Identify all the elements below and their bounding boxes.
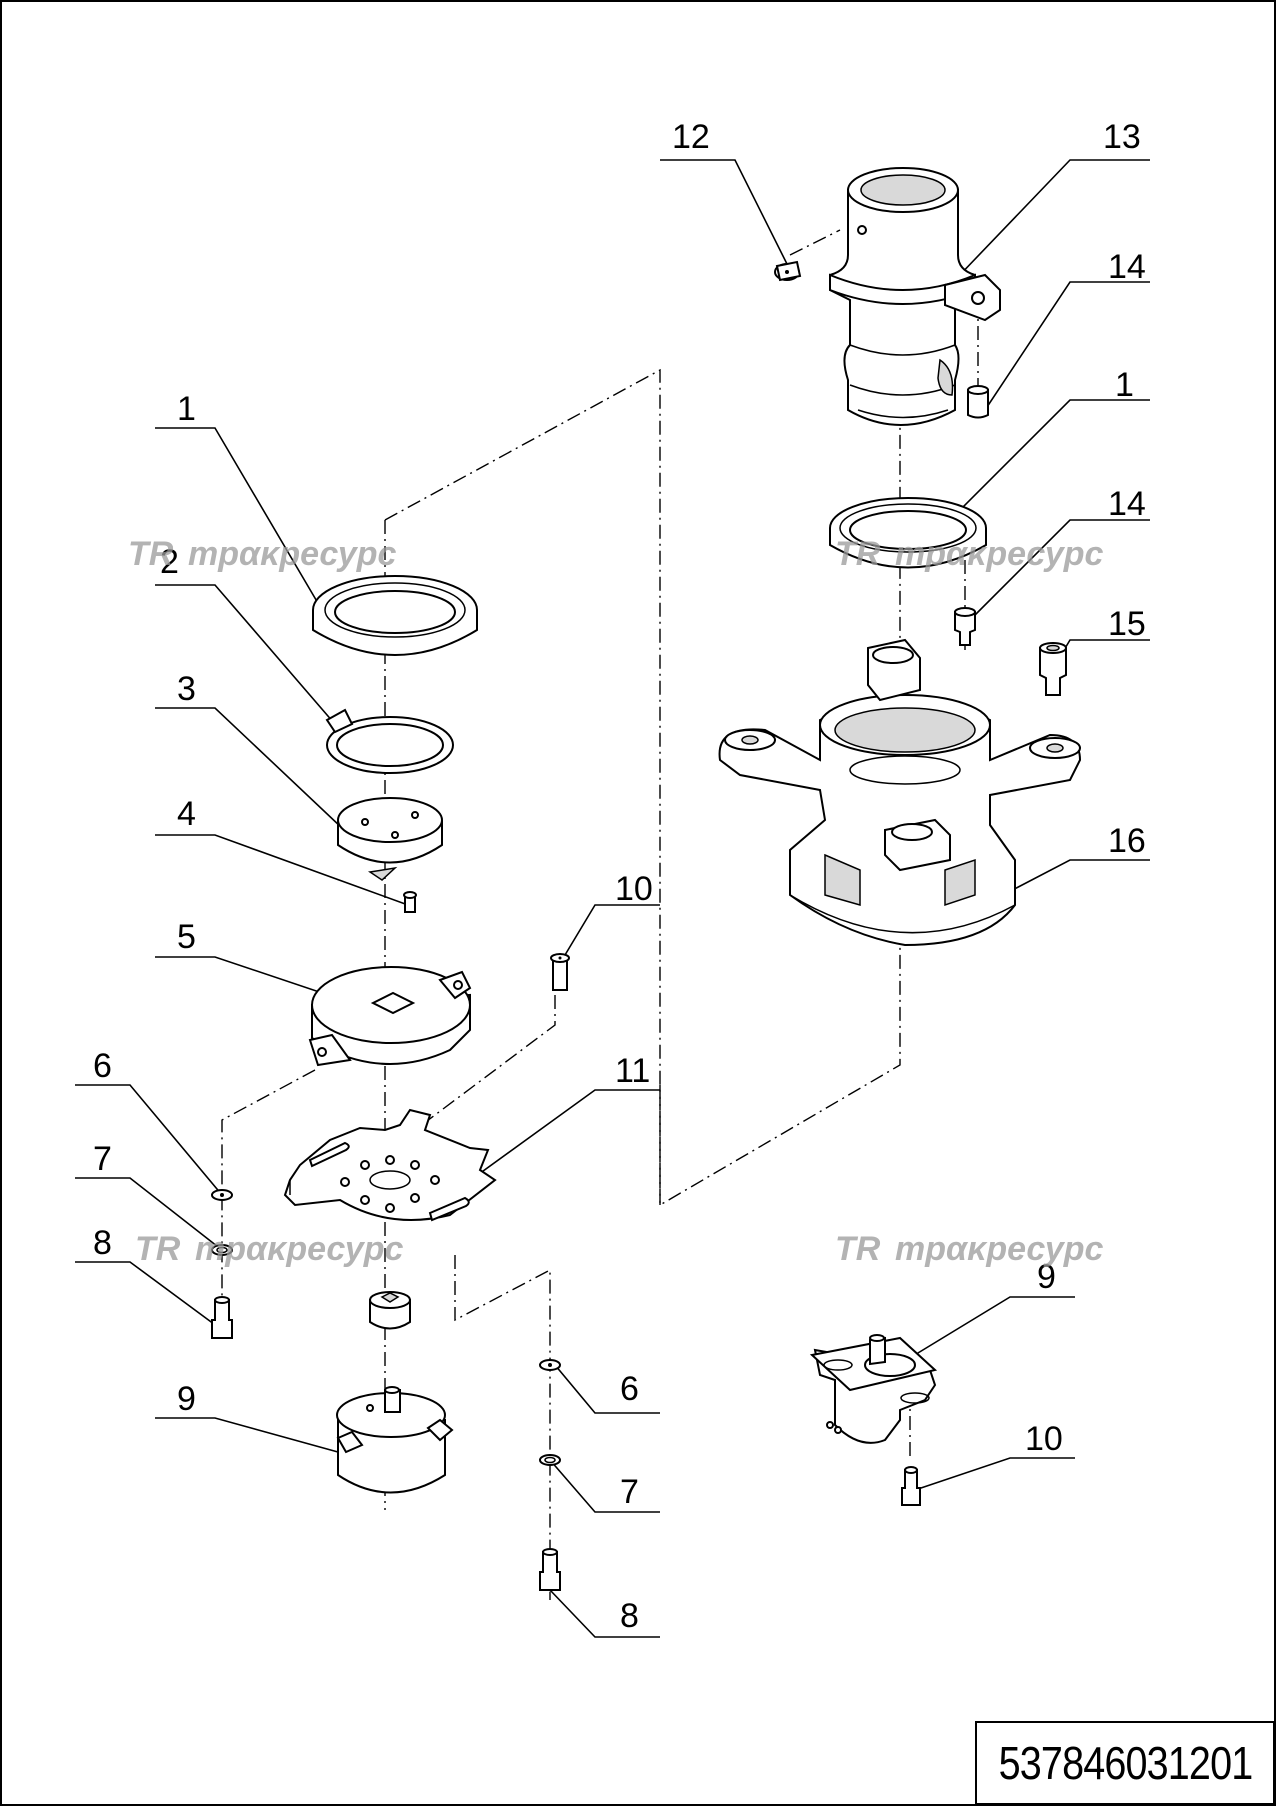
watermark-4: TR трακресурс: [835, 1230, 1104, 1268]
callout-6-left: 6: [93, 1047, 112, 1085]
watermark-3: TR трακресурс: [135, 1230, 404, 1268]
callout-7-left: 7: [93, 1140, 112, 1178]
watermark-text: трακресурс: [895, 535, 1104, 573]
callout-12: 12: [672, 118, 710, 156]
part-7-lock-washer-center: [539, 1454, 561, 1466]
part-1-bearing-left: [312, 575, 478, 656]
part-16-base-bracket: [718, 638, 1082, 947]
part-7-lock-washer-left: [211, 1244, 233, 1256]
drawing-code-box: 537846031201: [975, 1721, 1275, 1805]
callout-7-center: 7: [620, 1473, 639, 1511]
callout-10-left: 10: [615, 870, 653, 908]
part-4-small-screw: [403, 891, 417, 913]
callout-13: 13: [1103, 118, 1141, 156]
watermark-text: трακресурс: [895, 1230, 1104, 1268]
callout-14-lower: 14: [1108, 485, 1146, 523]
part-10-screw-left: [550, 953, 570, 991]
callout-15: 15: [1108, 605, 1146, 643]
part-15-bolt: [1039, 642, 1067, 696]
part-14-screw-lower: [954, 607, 976, 646]
callout-2: 2: [160, 543, 179, 581]
watermark-text: трακресурс: [195, 1230, 404, 1268]
part-6-washer-left: [211, 1189, 233, 1201]
part-13-shaft-housing: [829, 167, 1001, 426]
part-8-bolt-center: [539, 1548, 561, 1591]
part-14-screw-upper: [967, 385, 989, 419]
part-9-motor-left: [336, 1386, 454, 1494]
part-6-washer-center: [539, 1359, 561, 1371]
part-coupling: [369, 1291, 411, 1330]
callout-5: 5: [177, 918, 196, 956]
callout-1-right: 1: [1115, 366, 1134, 404]
watermark-2: TR трακресурс: [835, 535, 1104, 573]
callout-6-center: 6: [620, 1370, 639, 1408]
part-9-motor-right: [809, 1334, 938, 1444]
callout-9-left: 9: [177, 1380, 196, 1418]
watermark-logo: TR: [835, 1230, 881, 1268]
callout-11: 11: [615, 1052, 650, 1090]
callout-14-upper: 14: [1108, 248, 1146, 286]
drawing-code: 537846031201: [998, 1737, 1253, 1789]
leader-lines: [75, 159, 1150, 1638]
part-10-screw-right: [901, 1466, 921, 1506]
callout-1-left: 1: [177, 390, 196, 428]
part-8-bolt-left: [211, 1296, 233, 1339]
watermark-logo: TR: [835, 535, 881, 573]
part-12-screw: [774, 260, 802, 282]
callout-8-left: 8: [93, 1224, 112, 1262]
callout-10-right: 10: [1025, 1420, 1063, 1458]
part-3-disc: [337, 797, 443, 881]
part-5-sensor-housing: [308, 966, 472, 1067]
callout-9-right: 9: [1037, 1258, 1056, 1296]
watermark-1: TR трακресурс: [128, 535, 397, 573]
watermark-text: трακресурс: [188, 535, 397, 573]
part-2-retaining-ring: [325, 708, 454, 774]
callout-4: 4: [177, 795, 196, 833]
callout-16: 16: [1108, 822, 1146, 860]
part-1-bearing-right: [829, 497, 987, 569]
watermark-logo: TR: [135, 1230, 181, 1268]
callout-8-center: 8: [620, 1597, 639, 1635]
watermark-logo: TR: [128, 535, 174, 573]
part-11-plate: [283, 1108, 497, 1222]
callout-3: 3: [177, 670, 196, 708]
callout-labels: 12 13 14 1 14 15 16 1 2 3 4 5 10 11 6 7 …: [93, 118, 1146, 1635]
